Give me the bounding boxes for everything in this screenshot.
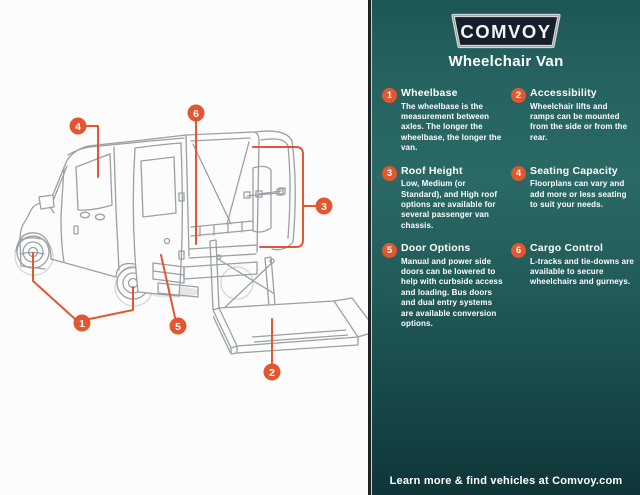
feature-title: Roof Height	[401, 164, 463, 177]
callout-4: 4	[69, 117, 87, 135]
van-diagram: 4 6 3 1 5 2	[14, 104, 368, 381]
feature-description: The wheelbase is the measurement between…	[401, 101, 502, 153]
feature-title: Door Options	[401, 242, 471, 255]
leader-5	[160, 254, 176, 319]
feature-title: Seating Capacity	[530, 164, 618, 177]
divider-highlight	[371, 0, 372, 495]
callout-6: 6	[187, 104, 205, 122]
feature-number-badge: 4	[511, 165, 526, 181]
side-door	[132, 142, 185, 297]
info-panel: COMVOY Wheelchair Van 1 Wheelbase The wh…	[372, 0, 640, 495]
feature-number-badge: 1	[382, 88, 397, 103]
svg-text:2: 2	[269, 367, 275, 379]
feature-description: Manual and power side doors can be lower…	[401, 256, 503, 329]
callout-circles: 4 6 3 1 5 2	[69, 104, 333, 381]
callout-leaders	[32, 120, 316, 364]
wheelchair-lift	[209, 239, 277, 319]
footer-cta: Learn more & find vehicles at Comvoy.com	[389, 475, 623, 487]
page-title: Wheelchair Van	[448, 53, 564, 70]
feature-title: Accessibility	[530, 87, 597, 99]
feature-title: Wheelbase	[401, 87, 458, 99]
callout-1: 1	[73, 314, 91, 332]
feature-cargo-control: 6 Cargo Control L-tracks and tie-downs a…	[511, 242, 634, 329]
divider-line	[368, 0, 371, 495]
feature-description: Wheelchair lifts and ramps can be mounte…	[530, 101, 628, 142]
feature-accessibility: 2 Accessibility Wheelchair lifts and ram…	[511, 87, 634, 154]
feature-description: Low, Medium (or Standard), and High roof…	[401, 179, 498, 230]
callout-2: 2	[263, 363, 281, 381]
feature-description: L-tracks and tie-downs are available to …	[530, 256, 634, 287]
leader-4	[85, 125, 99, 178]
feature-seating-capacity: 4 Seating Capacity Floorplans can vary a…	[511, 165, 634, 232]
feature-description: Floorplans can vary and add more or less…	[530, 179, 627, 209]
feature-number-badge: 6	[511, 243, 526, 259]
rear-bumper	[152, 261, 258, 298]
feature-list: 1 Wheelbase The wheelbase is the measure…	[382, 87, 634, 329]
lift-platform	[212, 297, 368, 355]
svg-text:3: 3	[321, 201, 327, 213]
svg-text:6: 6	[193, 108, 199, 120]
comvoy-logo-badge: COMVOY	[451, 13, 561, 49]
feature-number-badge: 2	[511, 88, 526, 103]
svg-text:1: 1	[79, 318, 85, 330]
feature-number-badge: 3	[382, 165, 397, 181]
comvoy-logo-text: COMVOY	[460, 21, 551, 42]
brand-badge: COMVOY	[372, 13, 640, 49]
feature-wheelbase: 1 Wheelbase The wheelbase is the measure…	[382, 87, 505, 154]
leader-3-bracket	[252, 146, 304, 248]
diagram-canvas: 4 6 3 1 5 2	[14, 104, 368, 381]
feature-roof-height: 3 Roof Height Low, Medium (or Standard),…	[382, 165, 505, 232]
leader-1	[32, 252, 134, 320]
van-body	[15, 134, 187, 292]
feature-door-options: 5 Door Options Manual and power side doo…	[382, 242, 505, 329]
callout-5: 5	[169, 317, 187, 335]
svg-text:4: 4	[75, 121, 81, 133]
cargo-opening	[185, 131, 284, 259]
callout-3: 3	[315, 197, 333, 215]
svg-text:5: 5	[175, 321, 181, 333]
feature-title: Cargo Control	[530, 242, 604, 255]
feature-number-badge: 5	[382, 243, 397, 259]
